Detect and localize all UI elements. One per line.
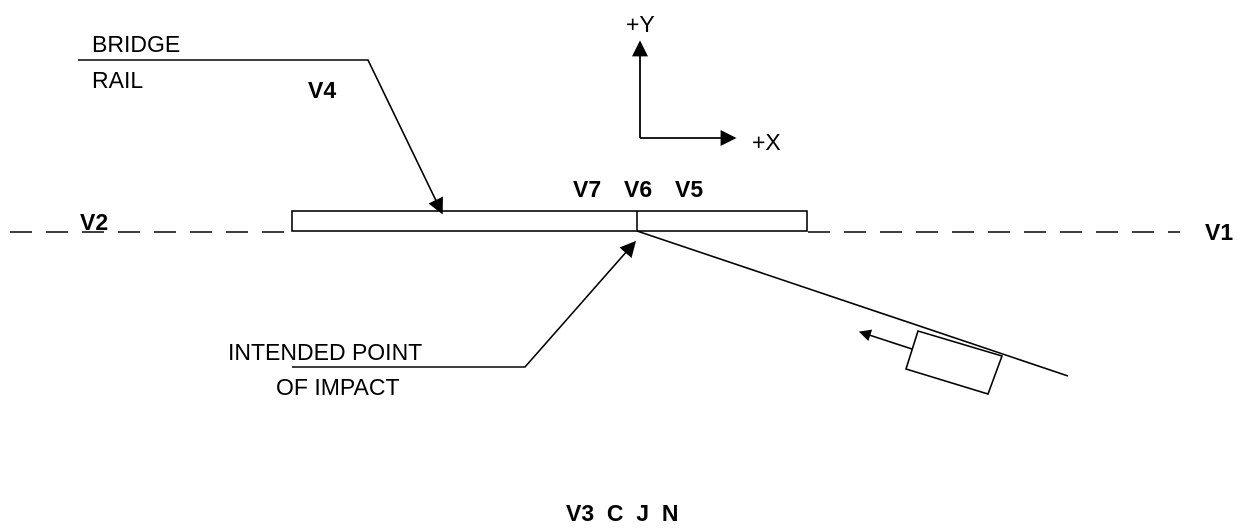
view-label-v1: V1 bbox=[1205, 219, 1233, 245]
label-bridge: BRIDGE bbox=[92, 31, 180, 57]
label-rail: RAIL bbox=[92, 67, 143, 93]
impact-point-leader bbox=[292, 240, 637, 368]
bridge-rail-rect bbox=[291, 210, 808, 232]
label-plus-x: +X bbox=[752, 129, 781, 155]
view-label-v5: V5 bbox=[675, 176, 703, 202]
vehicle-box bbox=[904, 330, 1004, 395]
view-label-v6: V6 bbox=[624, 176, 652, 202]
bridge-rail-leader bbox=[78, 59, 443, 215]
view-label-v7: V7 bbox=[573, 176, 601, 202]
label-of-impact: OF IMPACT bbox=[276, 374, 400, 400]
vehicle-direction-arrow bbox=[858, 329, 913, 350]
vehicle-path-line bbox=[636, 230, 1069, 377]
view-label-v2: V2 bbox=[80, 209, 108, 235]
label-intended-point: INTENDED POINT bbox=[228, 339, 422, 365]
label-plus-y: +Y bbox=[626, 11, 655, 37]
view-label-bottom: V3 C J N bbox=[566, 500, 678, 526]
view-label-v4: V4 bbox=[308, 77, 336, 103]
